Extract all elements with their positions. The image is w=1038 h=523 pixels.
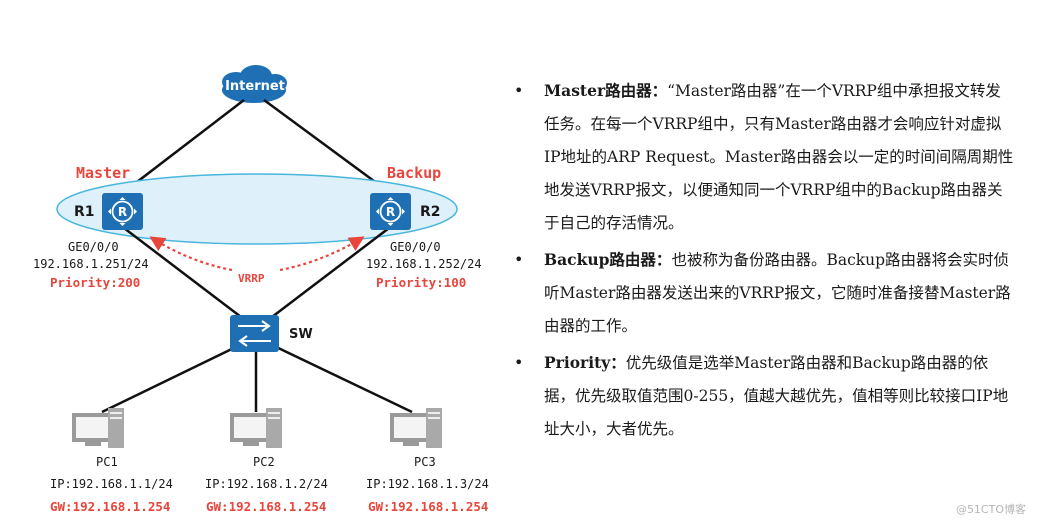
link-sw-pc1 — [101, 343, 241, 414]
internet-label: Internet — [225, 79, 285, 94]
link-r1-sw — [119, 224, 246, 321]
pc3-ip-label: IP:192.168.1.3/24 — [366, 477, 489, 491]
switch-label: SW — [289, 327, 313, 342]
r1-name-label: R1 — [74, 204, 95, 220]
link-internet-r1 — [119, 99, 245, 196]
r2-priority-label: Priority:100 — [376, 275, 467, 290]
bullet-dot-icon: • — [514, 81, 524, 100]
bullet-dot-icon: • — [514, 250, 524, 269]
vrrp-arrow-right — [279, 236, 365, 272]
description-list: • Master路由器：“Master路由器”在一个VRRP组中承担报文转发任务… — [514, 74, 1014, 446]
bullet-priority: • Priority：优先级值是选举Master路由器和Backup路由器的依据… — [514, 346, 1014, 446]
link-sw-pc3 — [271, 343, 413, 414]
vrrp-topology-diagram: R R — [56, 65, 458, 448]
vrrp-label: VRRP — [238, 272, 265, 285]
bullet-text: “Master路由器”在一个VRRP组中承担报文转发任务。在每一个VRRP组中，… — [544, 82, 1014, 232]
switch-sw-icon — [230, 315, 279, 352]
bullet-backup: • Backup路由器：也被称为备份路由器。Backup路由器将会实时侦听Mas… — [514, 243, 1014, 343]
pc2-gateway-label: GW:192.168.1.254 — [206, 499, 327, 514]
pc3-name-label: PC3 — [414, 455, 436, 469]
bullet-master: • Master路由器：“Master路由器”在一个VRRP组中承担报文转发任务… — [514, 74, 1014, 240]
pc3-gateway-label: GW:192.168.1.254 — [368, 499, 489, 514]
r1-interface-label: GE0/0/0 — [68, 240, 119, 254]
link-internet-r2 — [263, 98, 394, 197]
vrrp-arrow-left — [149, 236, 233, 272]
r1-priority-label: Priority:200 — [50, 275, 141, 290]
link-r2-sw — [267, 224, 394, 321]
r1-ip-label: 192.168.1.251/24 — [33, 257, 149, 271]
bullet-term: Priority： — [544, 353, 626, 372]
svg-text:R: R — [118, 205, 127, 219]
internet-cloud-icon — [222, 65, 287, 103]
bullet-term: Master路由器： — [544, 81, 668, 100]
watermark: @51CTO博客 — [955, 503, 1026, 516]
r1-role-label: Master — [76, 164, 131, 182]
svg-text:R: R — [386, 205, 395, 219]
r2-ip-label: 192.168.1.252/24 — [366, 257, 482, 271]
router-r1-icon: R — [102, 193, 143, 230]
pc1-name-label: PC1 — [96, 455, 118, 469]
pc2-ip-label: IP:192.168.1.2/24 — [205, 477, 328, 491]
pc2-name-label: PC2 — [253, 455, 275, 469]
pc3-icon — [390, 408, 442, 448]
r2-interface-label: GE0/0/0 — [390, 240, 441, 254]
pc1-ip-label: IP:192.168.1.1/24 — [50, 477, 173, 491]
r2-role-label: Backup — [387, 164, 442, 182]
bullet-term: Backup路由器： — [544, 250, 672, 269]
pc2-icon — [230, 408, 282, 448]
bullet-text: 也被称为备份路由器。Backup路由器将会实时侦听Master路由器发送出来的V… — [544, 251, 1011, 335]
r2-name-label: R2 — [420, 204, 441, 220]
bullet-dot-icon: • — [514, 353, 524, 372]
pc1-icon — [72, 408, 124, 448]
vrrp-group-ellipse — [56, 173, 458, 245]
router-r2-icon: R — [370, 193, 411, 230]
bullet-text: 优先级值是选举Master路由器和Backup路由器的依据，优先级取值范围0-2… — [544, 354, 1009, 438]
pc1-gateway-label: GW:192.168.1.254 — [50, 499, 171, 514]
